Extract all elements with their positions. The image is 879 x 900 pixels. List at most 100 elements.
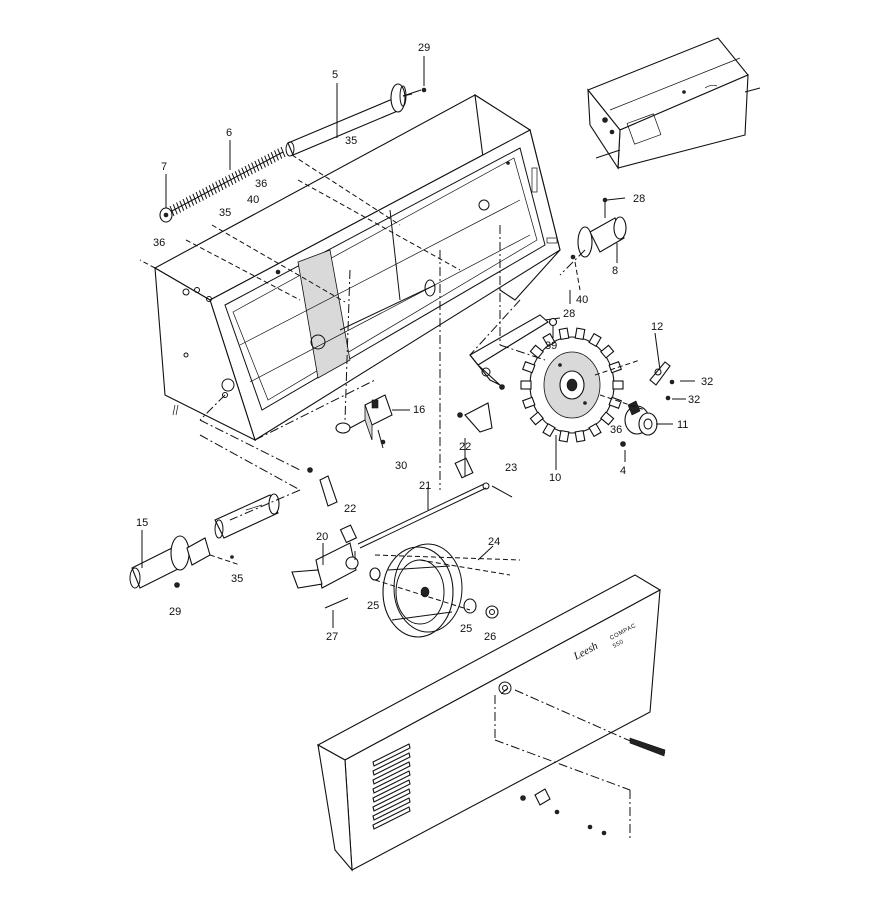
part-label: 8 <box>612 265 618 277</box>
coil-turn <box>274 150 279 161</box>
coil-turn <box>228 174 234 185</box>
vent-slot <box>372 806 411 830</box>
part-label: 11 <box>677 419 688 431</box>
sprocket-tooth <box>574 327 586 341</box>
sprocket-tooth <box>522 396 536 409</box>
vent-slot <box>372 779 411 803</box>
coil-turn <box>179 200 185 211</box>
part-label: 20 <box>316 531 328 543</box>
part-label: 22 <box>459 441 471 453</box>
sprocket-tooth <box>529 344 544 359</box>
coil-turn <box>277 148 283 159</box>
part-label: 15 <box>136 517 148 529</box>
coil-turn <box>189 195 195 206</box>
part-label: 36 <box>610 424 622 436</box>
shaft-part-5 <box>285 83 427 157</box>
sprocket-tooth <box>608 396 622 409</box>
bracket-part-20 <box>291 524 381 609</box>
part-label: 10 <box>549 472 561 484</box>
rod-part-21 <box>357 482 513 549</box>
sprocket-tooth <box>522 361 536 374</box>
part-label: 4 <box>620 465 626 477</box>
coil-turn <box>225 176 230 187</box>
coil-turn <box>192 193 198 205</box>
shaft-part-8 <box>570 197 627 260</box>
coil-turn <box>211 183 217 194</box>
coil-turn <box>257 158 263 170</box>
coil-turn <box>244 165 250 177</box>
part-label: 27 <box>326 631 338 643</box>
assembly-guide-lines <box>139 154 646 840</box>
vent-slot <box>372 770 411 794</box>
vent-slot <box>372 743 411 767</box>
vent-slot <box>372 761 411 785</box>
sprocket-tooth <box>542 332 556 348</box>
part-label: 22 <box>344 503 356 515</box>
sprocket-tooth <box>588 332 602 348</box>
bracket-part-22 <box>454 402 493 479</box>
coil-turn <box>176 202 181 213</box>
sprocket-tooth <box>542 422 556 438</box>
part-label: 7 <box>161 161 167 173</box>
coil-turn <box>182 198 188 210</box>
coil-turn <box>264 155 270 166</box>
coil-part-6: /* placeholder to keep structure */ <box>159 146 286 223</box>
part-label: 12 <box>651 321 663 333</box>
coil-turn <box>169 205 175 217</box>
coil-turn <box>198 190 204 201</box>
coil-turn <box>247 164 253 175</box>
vent-slot <box>372 752 411 776</box>
part-label: 16 <box>413 404 425 416</box>
part-label: 40 <box>247 194 259 206</box>
coil-turn <box>251 162 257 173</box>
coil-turn <box>215 181 221 192</box>
coil-turn <box>260 157 266 168</box>
sprocket-tooth <box>600 344 615 359</box>
front-cover-panel <box>316 574 666 872</box>
sprocket-tooth <box>520 380 532 390</box>
coil-turn <box>218 179 224 191</box>
coil-turn <box>234 171 240 182</box>
part-label: 28 <box>563 308 575 320</box>
part-label: 25 <box>367 600 379 612</box>
part-label: 23 <box>505 462 517 474</box>
part-label: 6 <box>226 127 232 139</box>
coil-turn <box>280 146 286 158</box>
sprocket-tooth <box>574 429 586 443</box>
part-label: 32 <box>688 394 700 406</box>
coil-turn <box>254 160 260 172</box>
part-label: 21 <box>419 480 431 492</box>
coil-turn <box>241 167 247 179</box>
part-label: 36 <box>153 237 165 249</box>
vent-slot <box>372 788 411 812</box>
sprocket-tooth <box>558 327 570 341</box>
coil-turn <box>205 186 211 198</box>
part-label: 28 <box>633 193 645 205</box>
part-label: 29 <box>418 42 430 54</box>
latch-handle <box>307 467 338 507</box>
coil-turn <box>231 172 237 184</box>
part-label: 25 <box>460 623 472 635</box>
coil-turn <box>208 184 214 196</box>
part-number-labels: 29 5 35 6 7 36 40 35 36 28 8 40 28 39 12… <box>136 42 713 643</box>
coil-turn <box>195 191 201 203</box>
part-label: 5 <box>332 69 338 81</box>
control-box <box>587 37 761 170</box>
bracket-arm <box>469 314 561 390</box>
part-label: 35 <box>231 573 243 585</box>
label-leader-lines <box>141 56 695 628</box>
part-label: 30 <box>395 460 407 472</box>
sprocket-tooth <box>600 411 615 426</box>
coil-turn <box>172 204 178 215</box>
sprocket-tooth <box>588 422 602 438</box>
coil-turn <box>202 188 208 199</box>
coil-turn <box>221 178 227 189</box>
sprocket-tooth <box>558 429 570 443</box>
part-label: 35 <box>219 207 231 219</box>
part-label: 29 <box>169 606 181 618</box>
part-label: 36 <box>255 178 267 190</box>
coil-turn <box>270 152 276 163</box>
part-label: 40 <box>576 294 588 306</box>
coil-turn <box>185 197 191 208</box>
